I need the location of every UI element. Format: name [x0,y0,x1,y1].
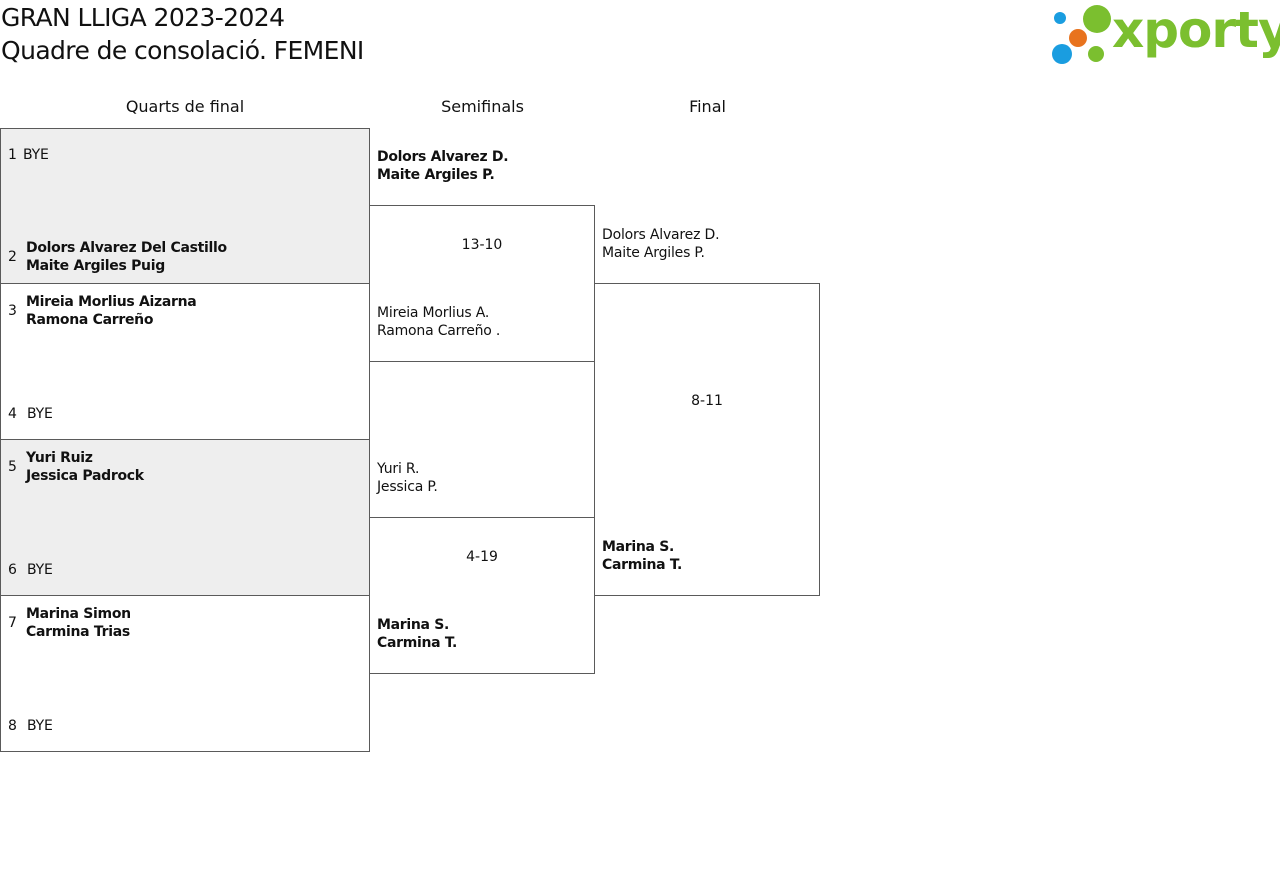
team-name: BYE [27,406,53,422]
final-team-player-1: Marina S. [602,539,675,555]
seed-number: 8 [8,718,17,734]
xporty-logo[interactable]: xporty [1050,1,1280,66]
match-score: 4-19 [466,549,498,565]
match-score: 13-10 [461,237,503,253]
team-name: BYE [27,718,53,734]
round-header-final: Final [689,97,726,116]
semifinal-match-1: 13-10 Mireia Morlius A. Ramona Carreño . [369,205,595,362]
semifinal-team-player-1: Dolors Alvarez D. [377,149,509,165]
seed-number: 4 [8,406,17,422]
seed-number: 2 [8,249,17,265]
quarterfinal-match-3: 5 Yuri Ruiz Jessica Padrock 6 BYE [0,439,370,596]
round-header-quarterfinals: Quarts de final [125,97,245,116]
team-player-2: Carmina Trias [26,624,130,640]
final-team-player-1: Dolors Alvarez D. [602,227,720,243]
team-player-1: Yuri Ruiz [26,450,93,466]
quarterfinal-match-4: 7 Marina Simon Carmina Trias 8 BYE [0,595,370,752]
team-player-2: Ramona Carreño [26,312,154,328]
team-name: BYE [23,147,49,163]
team-player-1: Mireia Morlius Aizarna [26,294,197,310]
semifinal-team-player-1: Mireia Morlius A. [377,305,490,321]
seed-number: 1 [8,147,17,163]
quarterfinal-match-2: 3 Mireia Morlius Aizarna Ramona Carreño … [0,283,370,440]
team-name: BYE [27,562,53,578]
seed-number: 3 [8,303,17,319]
final-team-player-2: Carmina T. [602,557,683,573]
round-header-semifinals: Semifinals [441,97,524,116]
team-player-2: Maite Argiles Puig [26,258,165,274]
team-player-1: Marina Simon [26,606,131,622]
quarterfinal-match-1: 1 BYE 2 Dolors Alvarez Del Castillo Mait… [0,128,370,284]
logo-dots-icon [1052,5,1111,64]
final-score: 8-11 [691,393,723,409]
seed-number: 5 [8,459,17,475]
logo-text: xporty [1112,1,1280,59]
semifinal-team-player-1: Yuri R. [377,461,420,477]
page-subtitle: Quadre de consolació. FEMENI [1,36,364,65]
semifinal-match-2: 4-19 Marina S. Carmina T. [369,517,595,674]
seed-number: 6 [8,562,17,578]
semifinal-team-player-2: Ramona Carreño . [377,323,501,339]
final-match: 8-11 Marina S. Carmina T. [594,283,820,596]
team-player-2: Jessica Padrock [26,468,144,484]
final-team-player-2: Maite Argiles P. [602,245,705,261]
page-title: GRAN LLIGA 2023-2024 [1,3,285,32]
semifinal-team-player-2: Jessica P. [377,479,438,495]
semifinal-team-player-2: Maite Argiles P. [377,167,495,183]
semifinal-team-player-2: Carmina T. [377,635,458,651]
team-player-1: Dolors Alvarez Del Castillo [26,240,227,256]
seed-number: 7 [8,615,17,631]
semifinal-team-player-1: Marina S. [377,617,450,633]
